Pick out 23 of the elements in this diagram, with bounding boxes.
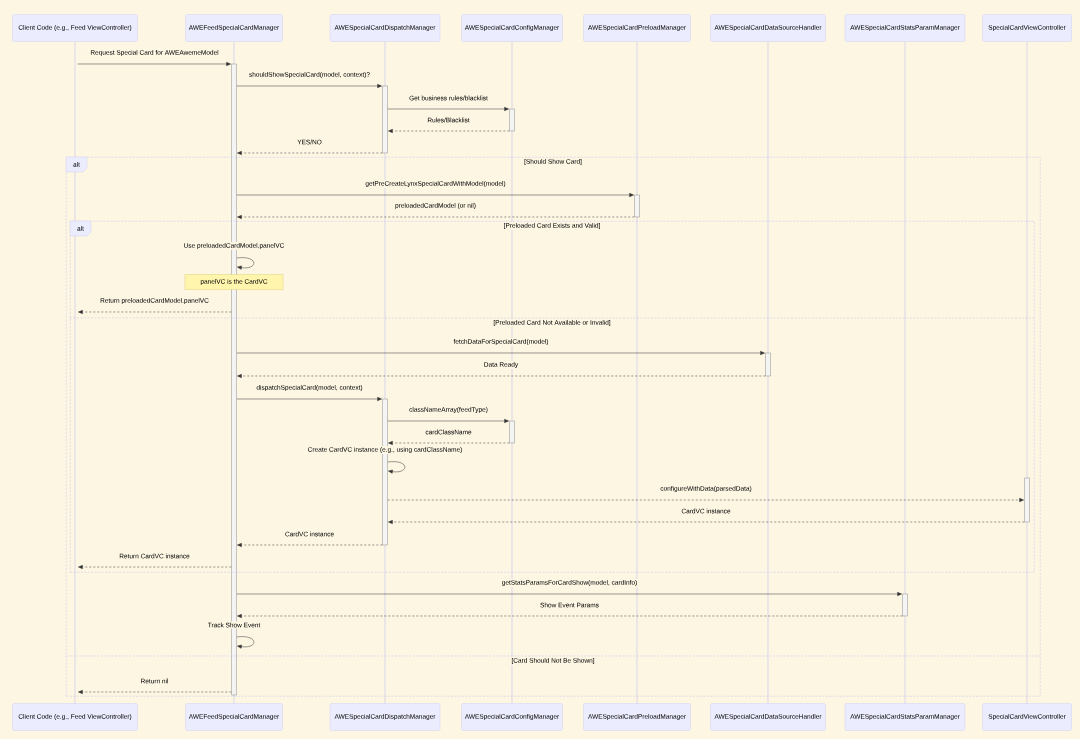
message-arrow <box>387 107 509 111</box>
self-message-arrow <box>387 461 406 474</box>
self-message-arrow <box>236 257 255 270</box>
return-arrow <box>237 215 635 219</box>
message-arrow <box>77 62 231 66</box>
return-arrow <box>237 543 383 547</box>
return-arrow <box>388 520 1025 524</box>
return-arrow <box>387 498 1024 502</box>
return-arrow <box>237 614 903 618</box>
return-arrow <box>237 151 383 155</box>
return-arrow <box>237 374 766 378</box>
return-arrow <box>78 690 232 694</box>
return-arrow <box>388 441 510 445</box>
return-arrow <box>388 129 510 133</box>
return-arrow <box>78 565 232 569</box>
message-arrow <box>236 351 765 355</box>
return-arrow <box>78 310 232 314</box>
message-arrow <box>236 397 382 401</box>
message-arrow <box>236 592 902 596</box>
message-arrow <box>236 84 382 88</box>
self-message-arrow <box>236 636 255 649</box>
message-arrow <box>387 419 509 423</box>
message-arrow <box>236 193 634 197</box>
